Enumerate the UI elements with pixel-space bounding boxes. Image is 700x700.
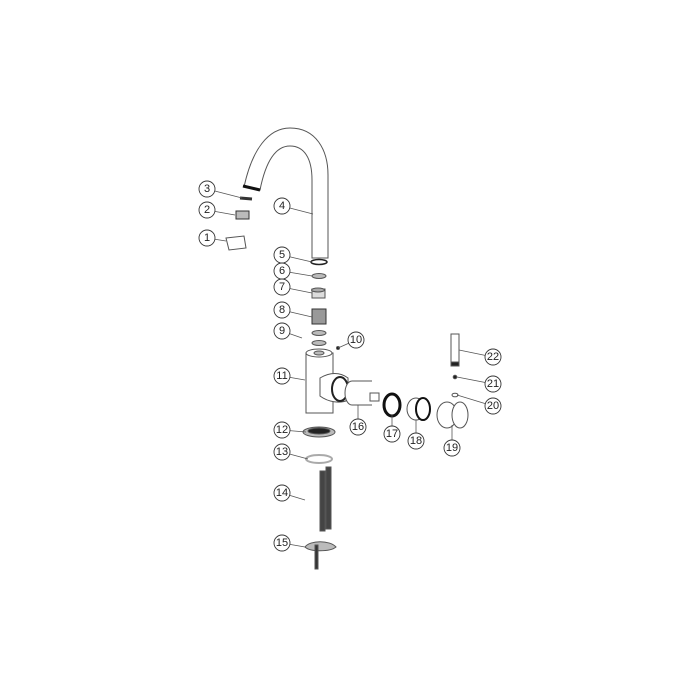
callout-label: 13 [276,446,288,458]
callout-label: 14 [276,487,288,499]
callout-part-12: 12 [273,421,307,439]
callout-label: 8 [279,304,285,316]
callout-label: 5 [279,249,285,261]
callout-label: 11 [276,370,287,382]
callout-part-9: 9 [273,322,303,340]
callout-label: 1 [204,232,210,244]
callout-label: 17 [386,428,398,440]
callout-part-18: 18 [407,420,425,450]
callout-part-11: 11 [273,367,306,385]
callout-label: 4 [279,200,285,212]
callout-label: 7 [279,281,285,293]
callout-part-4: 4 [273,197,314,215]
callout-part-19: 19 [443,425,461,457]
callout-label: 16 [352,421,364,433]
callout-label: 12 [276,424,288,436]
callout-label: 6 [279,265,285,277]
callout-part-16: 16 [349,405,367,436]
callout-label: 18 [410,435,422,447]
callout-part-20: 20 [456,394,502,415]
callout-label: 10 [350,334,362,346]
callout-part-1: 1 [198,229,227,247]
callout-part-6: 6 [273,262,313,280]
callout-part-13: 13 [273,443,309,461]
spout-part-4 [243,127,329,259]
callout-part-22: 22 [458,348,502,366]
callout-label: 19 [446,442,458,454]
callout-label: 2 [204,204,210,216]
callout-part-14: 14 [273,484,306,502]
callout-part-17: 17 [383,415,401,443]
callout-part-15: 15 [273,534,306,552]
callout-part-2: 2 [198,201,236,219]
callout-label: 9 [279,325,285,337]
callout-part-7: 7 [273,278,313,296]
callout-label: 15 [276,537,288,549]
callout-label: 22 [487,351,499,363]
callout-label: 21 [487,378,499,390]
callout-part-5: 5 [273,246,313,264]
callout-part-8: 8 [273,301,313,319]
callout-label: 3 [204,183,210,195]
callout-part-10: 10 [337,331,365,349]
callout-part-3: 3 [198,180,243,199]
callout-part-21: 21 [456,375,502,393]
callout-label: 20 [487,400,499,412]
